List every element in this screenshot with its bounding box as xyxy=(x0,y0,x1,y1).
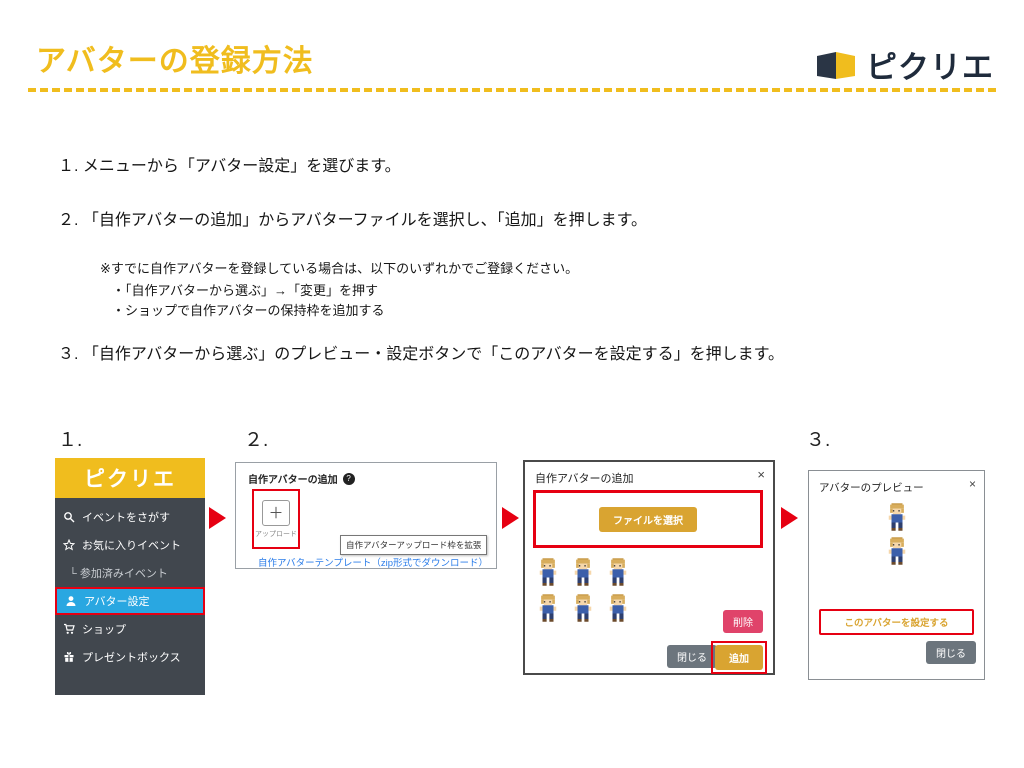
upload-button-label: アップロード xyxy=(255,530,297,538)
close-button[interactable]: 閉じる xyxy=(926,641,976,664)
arrow-right-icon xyxy=(209,507,226,529)
sidebar-item-present-box[interactable]: プレゼントボックス xyxy=(55,643,205,671)
add-button-highlight: 追加 xyxy=(711,641,767,674)
brand-logo: ピクリエ xyxy=(814,42,994,87)
close-icon[interactable]: × xyxy=(757,467,765,482)
instruction-note-option-2: ・ショップで自作アバターの保持枠を追加する xyxy=(112,303,385,318)
person-icon xyxy=(66,596,76,606)
preview-modal-title: アバターのプレビュー xyxy=(819,482,924,494)
instruction-step-1: １. メニューから「アバター設定」を選びます。 xyxy=(58,158,401,175)
arrow-right-icon xyxy=(781,507,798,529)
sidebar-menu: イベントをさがす お気に入りイベント └ 参加済みイベント アバター設定 xyxy=(55,498,205,671)
close-button[interactable]: 閉じる xyxy=(667,645,717,668)
sidebar-item-search-events[interactable]: イベントをさがす xyxy=(55,503,205,531)
sidebar-screenshot: ピクリエ イベントをさがす お気に入りイベント └ 参加済みイベント xyxy=(55,458,205,695)
sidebar-item-label: アバター設定 xyxy=(84,596,150,608)
avatar-sprite xyxy=(539,558,557,586)
instruction-step-3: ３. 「自作アバターから選ぶ」のプレビュー・設定ボタンで「このアバターを設定する… xyxy=(58,346,785,363)
sidebar-item-shop[interactable]: ショップ xyxy=(55,615,205,643)
sidebar-item-label: お気に入りイベント xyxy=(82,540,181,552)
avatar-sprite xyxy=(888,537,905,565)
upload-highlight-box: ＋ アップロード xyxy=(252,489,300,549)
expand-slots-tooltip: 自作アバターアップロード枠を拡張 xyxy=(340,535,488,555)
avatar-sprite xyxy=(574,558,592,586)
template-download-link[interactable]: 自作アバターテンプレート（zip形式でダウンロード） xyxy=(258,558,488,569)
avatar-grid[interactable] xyxy=(537,558,647,622)
star-icon xyxy=(63,539,75,551)
add-button[interactable]: 追加 xyxy=(715,645,763,670)
close-icon[interactable]: × xyxy=(968,477,976,491)
info-icon[interactable]: ? xyxy=(342,472,355,485)
panel-label-1: １. xyxy=(58,430,83,451)
upload-button[interactable]: ＋ xyxy=(262,499,290,526)
upload-panel-screenshot: 自作アバターの追加 ? ＋ アップロード 自作アバターアップロード枠を拡張 自作… xyxy=(235,462,497,569)
instruction-note: ※すでに自作アバターを登録している場合は、以下のいずれかでご登録ください。 xyxy=(100,261,579,276)
instruction-step-2: ２. 「自作アバターの追加」からアバターファイルを選択し、「追加」を押します。 xyxy=(58,212,648,229)
gift-icon xyxy=(64,651,74,662)
avatar-preview-modal: アバターのプレビュー × このアバターを設定する 閉じる xyxy=(808,470,985,680)
add-avatar-modal-title: 自作アバターの追加 xyxy=(535,473,634,485)
avatar-sprite xyxy=(539,594,557,622)
panel-label-3: ３. xyxy=(806,430,831,451)
sidebar-item-label: └ 参加済みイベント xyxy=(69,568,168,580)
sidebar-item-label: プレゼントボックス xyxy=(82,652,181,664)
avatar-sprite xyxy=(609,594,627,622)
dashed-divider xyxy=(28,88,996,92)
sidebar-item-label: イベントをさがす xyxy=(82,512,170,524)
set-avatar-button[interactable]: このアバターを設定する xyxy=(819,609,974,635)
sidebar-item-label: ショップ xyxy=(82,624,126,636)
sidebar-item-favorite-events[interactable]: お気に入りイベント xyxy=(55,531,205,559)
sidebar-item-avatar-settings[interactable]: アバター設定 xyxy=(55,587,205,615)
sidebar-logo: ピクリエ xyxy=(55,458,205,498)
brand-logo-text: ピクリエ xyxy=(866,50,994,85)
cart-icon xyxy=(64,623,75,634)
instruction-note-option-1: ・「自作アバターから選ぶ」→「変更」を押す xyxy=(112,283,378,298)
panel-label-2: ２. xyxy=(244,430,269,451)
file-select-button[interactable]: ファイルを選択 xyxy=(599,506,697,532)
page-title: アバターの登録方法 xyxy=(36,45,314,78)
sidebar-item-joined-events[interactable]: └ 参加済みイベント xyxy=(55,559,205,587)
file-select-highlight-box: ファイルを選択 xyxy=(533,490,763,548)
search-icon xyxy=(64,512,75,523)
avatar-sprite xyxy=(888,503,905,531)
add-avatar-modal: 自作アバターの追加 × ファイルを選択 xyxy=(523,460,775,675)
book-icon xyxy=(817,51,855,79)
arrow-right-icon xyxy=(502,507,519,529)
avatar-sprite xyxy=(609,558,627,586)
delete-button[interactable]: 削除 xyxy=(723,610,763,633)
avatar-preview xyxy=(809,503,984,565)
upload-panel-header: 自作アバターの追加 ? xyxy=(248,471,355,486)
upload-panel-title: 自作アバターの追加 xyxy=(248,475,338,486)
avatar-sprite xyxy=(574,594,592,622)
